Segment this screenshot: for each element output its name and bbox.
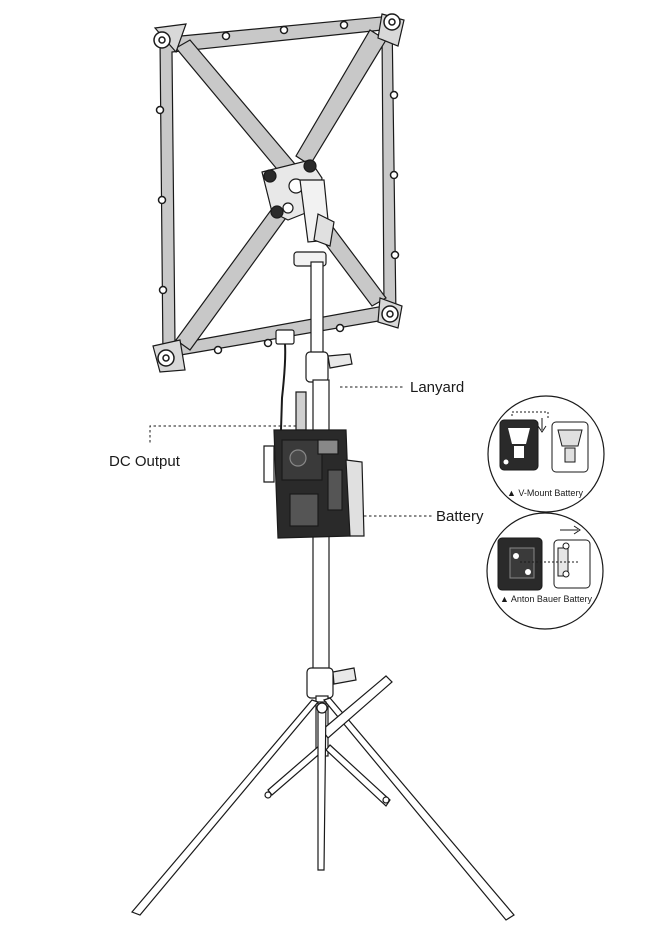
- controller-box: [263, 429, 365, 539]
- battery-label: Battery: [436, 508, 484, 525]
- dc-output-leader: [149, 425, 296, 444]
- frame-corner-knobs: [153, 13, 401, 367]
- v-mount-inset: ▲ V-Mount Battery: [487, 395, 605, 513]
- anton-bauer-inset: ▲ Anton Bauer Battery: [486, 512, 604, 630]
- dc-output-label: DC Output: [109, 453, 180, 470]
- lanyard-label: Lanyard: [410, 379, 465, 396]
- power-cable: [275, 329, 307, 431]
- anton-bauer-caption: ▲ Anton Bauer Battery: [500, 594, 592, 604]
- v-mount-caption: ▲ V-Mount Battery: [507, 488, 583, 498]
- center-mount-plate: [261, 159, 335, 267]
- tripod-legs: [130, 675, 515, 921]
- leader-lines: [149, 386, 432, 517]
